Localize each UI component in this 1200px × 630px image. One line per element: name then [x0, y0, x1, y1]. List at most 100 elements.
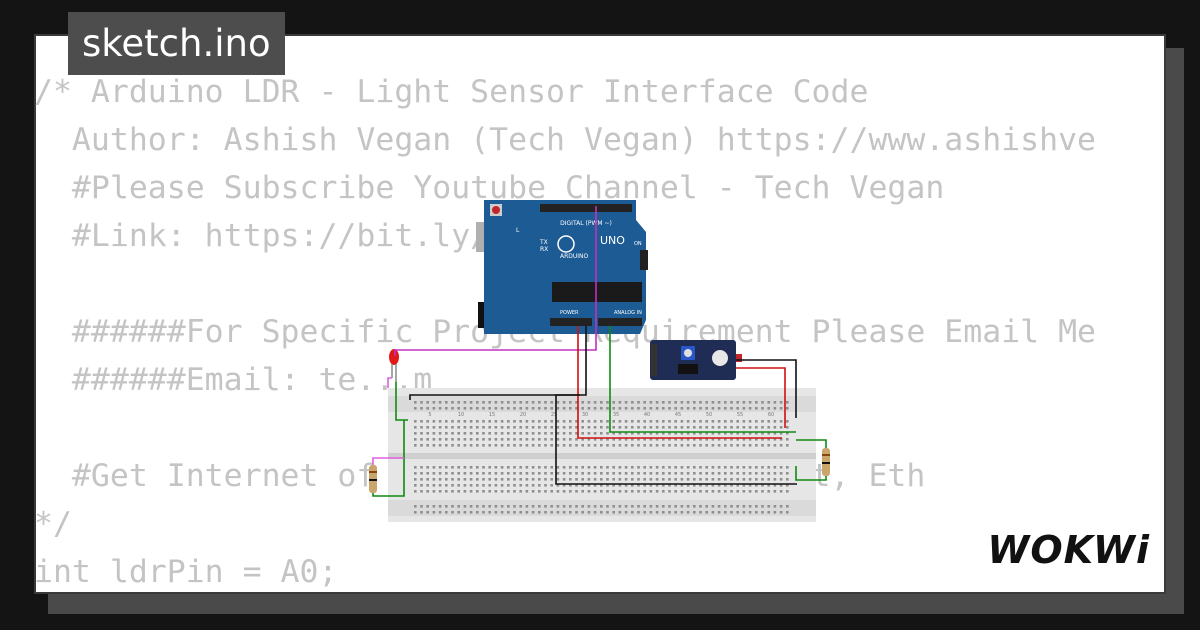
- red-led[interactable]: [389, 349, 399, 382]
- breadboard-hole: [550, 490, 553, 493]
- breadboard-hole: [693, 505, 696, 508]
- breadboard-hole: [724, 466, 727, 469]
- breadboard-hole: [779, 426, 783, 429]
- breadboard-hole: [643, 505, 646, 508]
- wokwi-logo-text: WOKWi: [987, 528, 1150, 572]
- breadboard-hole: [581, 432, 584, 435]
- rx-label: RX: [540, 246, 548, 253]
- breadboard-hole: [581, 484, 584, 487]
- ldr-sensor-module[interactable]: [650, 340, 742, 380]
- breadboard-hole: [544, 484, 547, 487]
- breadboard-hole: [476, 490, 479, 493]
- breadboard-hole: [711, 472, 715, 475]
- breadboard-hole: [420, 407, 423, 410]
- breadboard-hole: [562, 490, 566, 493]
- breadboard-hole: [587, 401, 591, 404]
- breadboard-hole: [637, 407, 640, 410]
- file-tab[interactable]: sketch.ino: [68, 12, 285, 75]
- breadboard-hole: [476, 466, 479, 469]
- breadboard-hole: [414, 407, 417, 410]
- breadboard-hole: [742, 478, 746, 481]
- breadboard-hole: [525, 490, 529, 493]
- breadboard-hole: [513, 484, 516, 487]
- resistor-right[interactable]: [822, 448, 830, 476]
- breadboard-hole: [463, 426, 467, 429]
- breadboard-hole: [649, 511, 653, 514]
- breadboard-hole: [668, 511, 671, 514]
- breadboard-hole: [581, 472, 584, 475]
- breadboard-hole: [730, 472, 733, 475]
- breadboard-column-number: 20: [520, 412, 526, 418]
- breadboard-hole: [469, 478, 473, 481]
- breadboard-hole: [556, 478, 560, 481]
- breadboard-hole: [612, 472, 615, 475]
- breadboard-hole: [575, 478, 578, 481]
- breadboard-hole: [469, 511, 473, 514]
- breadboard-hole: [742, 472, 746, 475]
- breadboard-hole: [612, 426, 615, 429]
- breadboard-hole: [569, 511, 572, 514]
- breadboard-hole: [724, 511, 727, 514]
- breadboard-hole: [624, 505, 628, 508]
- breadboard-hole: [500, 472, 504, 475]
- breadboard-hole: [612, 401, 615, 404]
- breadboard-hole: [538, 478, 541, 481]
- breadboard-hole: [755, 420, 758, 423]
- breadboard-hole: [538, 472, 541, 475]
- breadboard-hole: [674, 438, 677, 441]
- breadboard-hole: [699, 426, 702, 429]
- sensor-pin-header: [651, 344, 657, 376]
- breadboard-hole: [711, 484, 715, 487]
- breadboard-hole: [513, 478, 516, 481]
- breadboard-hole: [420, 420, 423, 423]
- breadboard-hole: [786, 466, 789, 469]
- breadboard-hole: [779, 444, 783, 447]
- breadboard-hole: [488, 401, 491, 404]
- breadboard-hole: [457, 478, 460, 481]
- breadboard-hole: [680, 466, 684, 469]
- breadboard-hole: [693, 401, 696, 404]
- breadboard-hole: [432, 426, 436, 429]
- breadboard-hole: [507, 401, 510, 404]
- breadboard-hole: [569, 478, 572, 481]
- breadboard-hole: [631, 478, 634, 481]
- breadboard-hole: [500, 407, 504, 410]
- breadboard-hole: [730, 401, 733, 404]
- breadboard-hole: [624, 472, 628, 475]
- breadboard-hole: [662, 420, 665, 423]
- breadboard-hole: [730, 490, 733, 493]
- breadboard-hole: [717, 438, 721, 441]
- breadboard-hole: [600, 511, 603, 514]
- breadboard-hole: [606, 511, 609, 514]
- breadboard-hole: [761, 511, 764, 514]
- breadboard-hole: [420, 401, 423, 404]
- breadboard-column-number: 40: [644, 412, 650, 418]
- breadboard-hole: [519, 466, 522, 469]
- breadboard-hole: [686, 426, 690, 429]
- breadboard-hole: [451, 478, 454, 481]
- breadboard-hole: [655, 472, 659, 475]
- resistor-left[interactable]: [369, 465, 377, 493]
- code-editor[interactable]: /* Arduino LDR - Light Sensor Interface …: [34, 68, 1096, 596]
- breadboard-hole: [426, 432, 429, 435]
- breadboard-hole: [637, 472, 640, 475]
- breadboard-hole: [420, 484, 423, 487]
- breadboard-hole: [426, 401, 429, 404]
- breadboard-hole: [767, 490, 770, 493]
- breadboard-hole: [463, 478, 467, 481]
- arduino-uno-board[interactable]: DIGITAL (PWM ~) L TX RX UNO ARDUINO ON P…: [476, 200, 648, 334]
- breadboard-hole: [544, 511, 547, 514]
- breadboard-hole: [469, 432, 473, 435]
- wire-purple: [394, 206, 597, 356]
- breadboard-hole: [587, 478, 591, 481]
- breadboard-hole: [432, 511, 436, 514]
- breadboard-hole: [761, 472, 764, 475]
- breadboard-hole: [451, 505, 454, 508]
- board-model-label: UNO: [600, 234, 625, 247]
- breadboard-hole: [476, 426, 479, 429]
- breadboard-hole: [556, 401, 560, 404]
- breadboard-hole: [668, 438, 671, 441]
- breadboard-hole: [779, 511, 783, 514]
